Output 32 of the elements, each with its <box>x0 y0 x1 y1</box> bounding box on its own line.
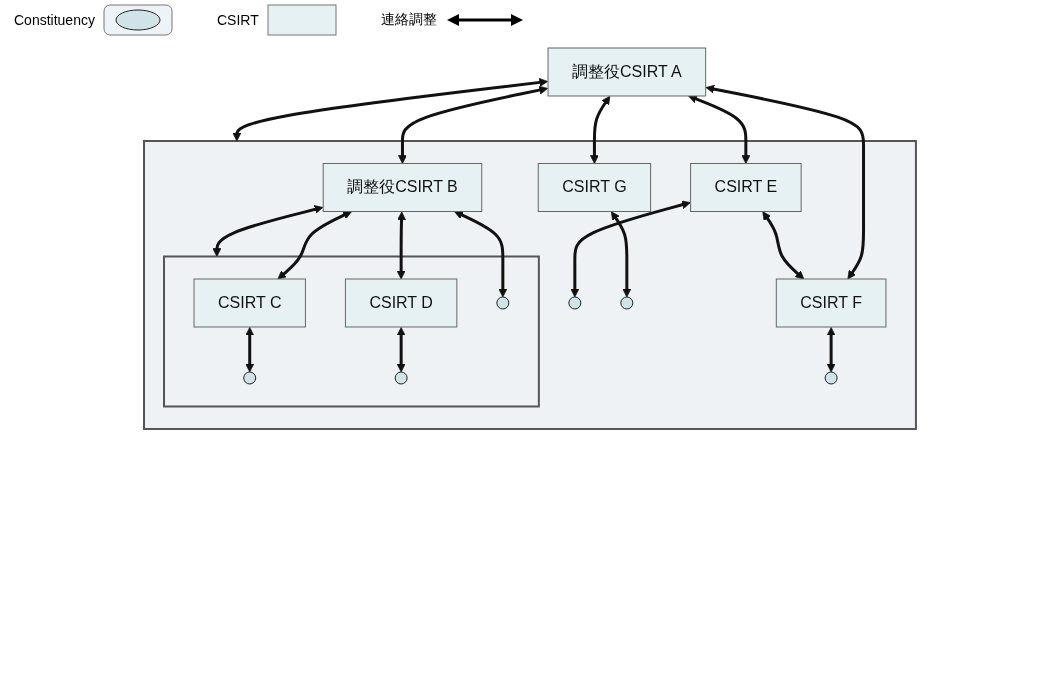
cluster <box>142 140 917 430</box>
arrow <box>397 85 548 164</box>
node-ellipse <box>394 371 408 385</box>
node-ellipse <box>824 371 838 385</box>
arrow <box>705 84 865 280</box>
node-ellipse <box>619 296 633 310</box>
arrow <box>826 327 836 373</box>
arrow <box>453 211 507 298</box>
node-box: CSIRT C <box>193 278 306 328</box>
arrow <box>244 327 254 373</box>
arrow <box>569 200 691 298</box>
arrow <box>396 327 406 373</box>
arrow <box>232 78 548 142</box>
arrow <box>610 211 631 298</box>
node-ellipse <box>567 296 581 310</box>
node-box: 調整役CSIRT A <box>547 47 706 97</box>
arrow <box>212 205 323 257</box>
arrow <box>396 211 406 280</box>
node-box: CSIRT E <box>689 163 802 212</box>
cluster <box>162 255 540 408</box>
node-box: 調整役CSIRT B <box>322 163 482 212</box>
arrow <box>761 211 804 280</box>
node-box: CSIRT G <box>537 163 651 212</box>
legend-label: CSIRT <box>216 12 259 28</box>
arrow <box>589 95 610 164</box>
node-ellipse <box>495 296 509 310</box>
legend-label: Constituency <box>14 12 95 28</box>
node-box: CSIRT D <box>344 278 457 328</box>
node-ellipse <box>242 371 256 385</box>
arrow <box>277 211 352 280</box>
node-box: CSIRT F <box>775 278 886 328</box>
legend-label: 連絡調整 <box>380 11 437 29</box>
